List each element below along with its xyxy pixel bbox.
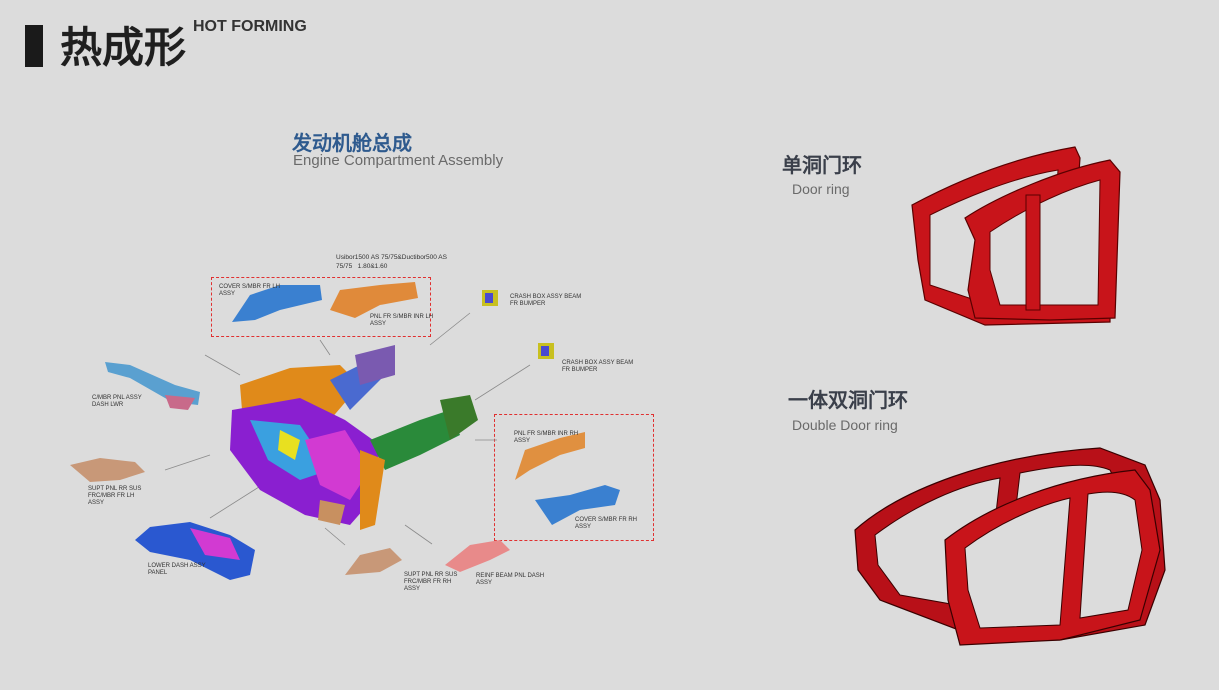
- label-crash-box-2: CRASH BOX ASSY BEAM FR BUMPER: [562, 360, 634, 373]
- page-title: 热成形: [60, 23, 187, 72]
- label-lower-dash: LOWER DASH ASSY PANEL: [148, 563, 206, 576]
- double-ring-title-cn: 一体双洞门环: [788, 388, 908, 412]
- label-cover-lh: COVER S/MBR FR LH ASSY: [219, 284, 281, 297]
- door-ring-title-cn: 单洞门环: [782, 153, 862, 177]
- material-note: Usibor1500 AS 75/75&Ductibor500 AS: [336, 254, 447, 261]
- rh-parts-dashed-box: [494, 414, 654, 541]
- double-ring-title-en: Double Door ring: [792, 417, 898, 433]
- label-crash-box-1: CRASH BOX ASSY BEAM FR BUMPER: [510, 294, 582, 307]
- label-supt-rh: SUPT PNL RR SUS FRC/MBR FR RH ASSY: [404, 572, 458, 592]
- title-accent-bar: [25, 25, 43, 67]
- label-pnl-rh: PNL FR S/MBR INR RH ASSY: [514, 431, 579, 444]
- page-subtitle: HOT FORMING: [193, 18, 307, 35]
- lh-parts-dashed-box: [211, 277, 431, 337]
- door-ring-title-en: Door ring: [792, 181, 850, 197]
- label-reinf: REINF BEAM PNL DASH ASSY: [476, 573, 545, 586]
- label-pnl-lh: PNL FR S/MBR INR LH ASSY: [370, 314, 434, 327]
- material-note-2: 75/75 1.80&1.60: [336, 263, 388, 270]
- engine-title-cn: 发动机舱总成: [292, 131, 412, 155]
- label-cmbr: C/MBR PNL ASSY DASH LWR: [92, 395, 142, 408]
- engine-title-en: Engine Compartment Assembly: [293, 152, 504, 169]
- label-supt-lh: SUPT PNL RR SUS FRC/MBR FR LH ASSY: [88, 486, 142, 506]
- label-cover-rh: COVER S/MBR FR RH ASSY: [575, 517, 638, 530]
